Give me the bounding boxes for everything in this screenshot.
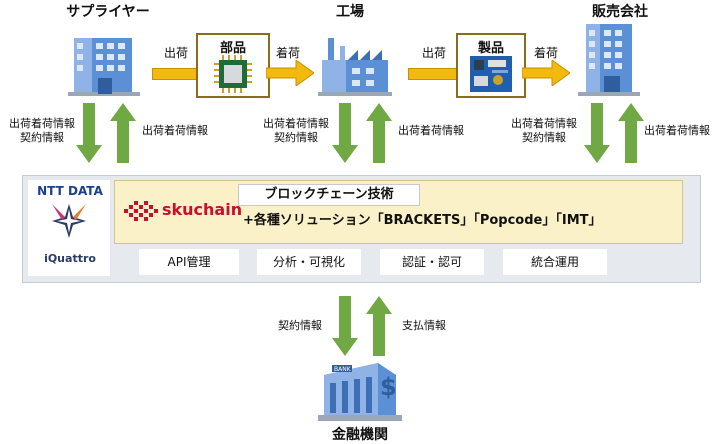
svg-text:$: $ xyxy=(380,373,397,401)
sales-title: 販売会社 xyxy=(592,4,648,20)
factory-down-label-1: 出荷着荷情報 xyxy=(263,117,329,130)
factory-up-arrow xyxy=(366,103,392,163)
office-tower-icon xyxy=(578,24,640,96)
supplier-down-label-1: 出荷着荷情報 xyxy=(9,117,75,130)
bank-down-label: 契約情報 xyxy=(278,319,322,332)
factory-title: 工場 xyxy=(336,4,364,20)
solutions-label: +各種ソリューション「BRACKETS」「Popcode」「IMT」 xyxy=(243,213,602,228)
factory-icon xyxy=(318,38,392,96)
ntt-data-logo: NTT DATA xyxy=(37,184,103,198)
feature-operations: 統合運用 xyxy=(503,249,607,275)
products-flow-arrow-right xyxy=(522,60,570,86)
parts-flow-arrow-right xyxy=(266,60,314,86)
products-flow-bar-left xyxy=(408,68,458,80)
office-building-icon xyxy=(68,38,140,96)
bank-up-arrow xyxy=(366,296,392,356)
ship-label-1: 出荷 xyxy=(163,46,188,60)
sales-up-arrow xyxy=(618,103,644,163)
supplier-up-label: 出荷着荷情報 xyxy=(142,124,208,137)
bank-icon: BANK $ xyxy=(318,363,402,421)
ship-label-2: 出荷 xyxy=(421,46,446,60)
bank-down-arrow xyxy=(332,296,358,356)
parts-label: 部品 xyxy=(219,41,246,56)
iquattro-logo: iQuattro xyxy=(44,252,96,265)
parts-box: 部品 xyxy=(196,33,270,98)
supplier-title: サプライヤー xyxy=(66,4,150,20)
products-label: 製品 xyxy=(477,41,504,56)
blockchain-tech-label: ブロックチェーン技術 xyxy=(238,184,420,206)
factory-up-label: 出荷着荷情報 xyxy=(398,124,464,137)
iquattro-star-icon xyxy=(52,204,86,238)
products-box: 製品 xyxy=(456,33,526,98)
receive-label-2: 着荷 xyxy=(533,46,558,60)
skuchain-mark-icon xyxy=(124,201,158,221)
feature-analytics: 分析・可視化 xyxy=(257,249,361,275)
supplier-up-arrow xyxy=(110,103,136,163)
sales-up-label: 出荷着荷情報 xyxy=(644,124,710,137)
circuit-board-icon xyxy=(470,56,512,92)
bank-up-label: 支払情報 xyxy=(402,319,446,332)
sales-down-label-1: 出荷着荷情報 xyxy=(511,117,577,130)
feature-api: API管理 xyxy=(139,249,239,275)
factory-down-arrow xyxy=(332,103,358,163)
feature-auth: 認証・認可 xyxy=(380,249,484,275)
cpu-chip-icon xyxy=(214,55,252,93)
factory-down-label-2: 契約情報 xyxy=(274,131,318,144)
supplier-down-arrow xyxy=(76,103,102,163)
svg-text:BANK: BANK xyxy=(334,366,352,373)
sales-down-label-2: 契約情報 xyxy=(522,131,566,144)
supplier-down-label-2: 契約情報 xyxy=(20,131,64,144)
bank-title: 金融機関 xyxy=(332,427,388,443)
parts-flow-bar-left xyxy=(152,68,198,80)
sales-down-arrow xyxy=(584,103,610,163)
receive-label-1: 着荷 xyxy=(275,46,300,60)
skuchain-logo: skuchain xyxy=(162,200,243,219)
